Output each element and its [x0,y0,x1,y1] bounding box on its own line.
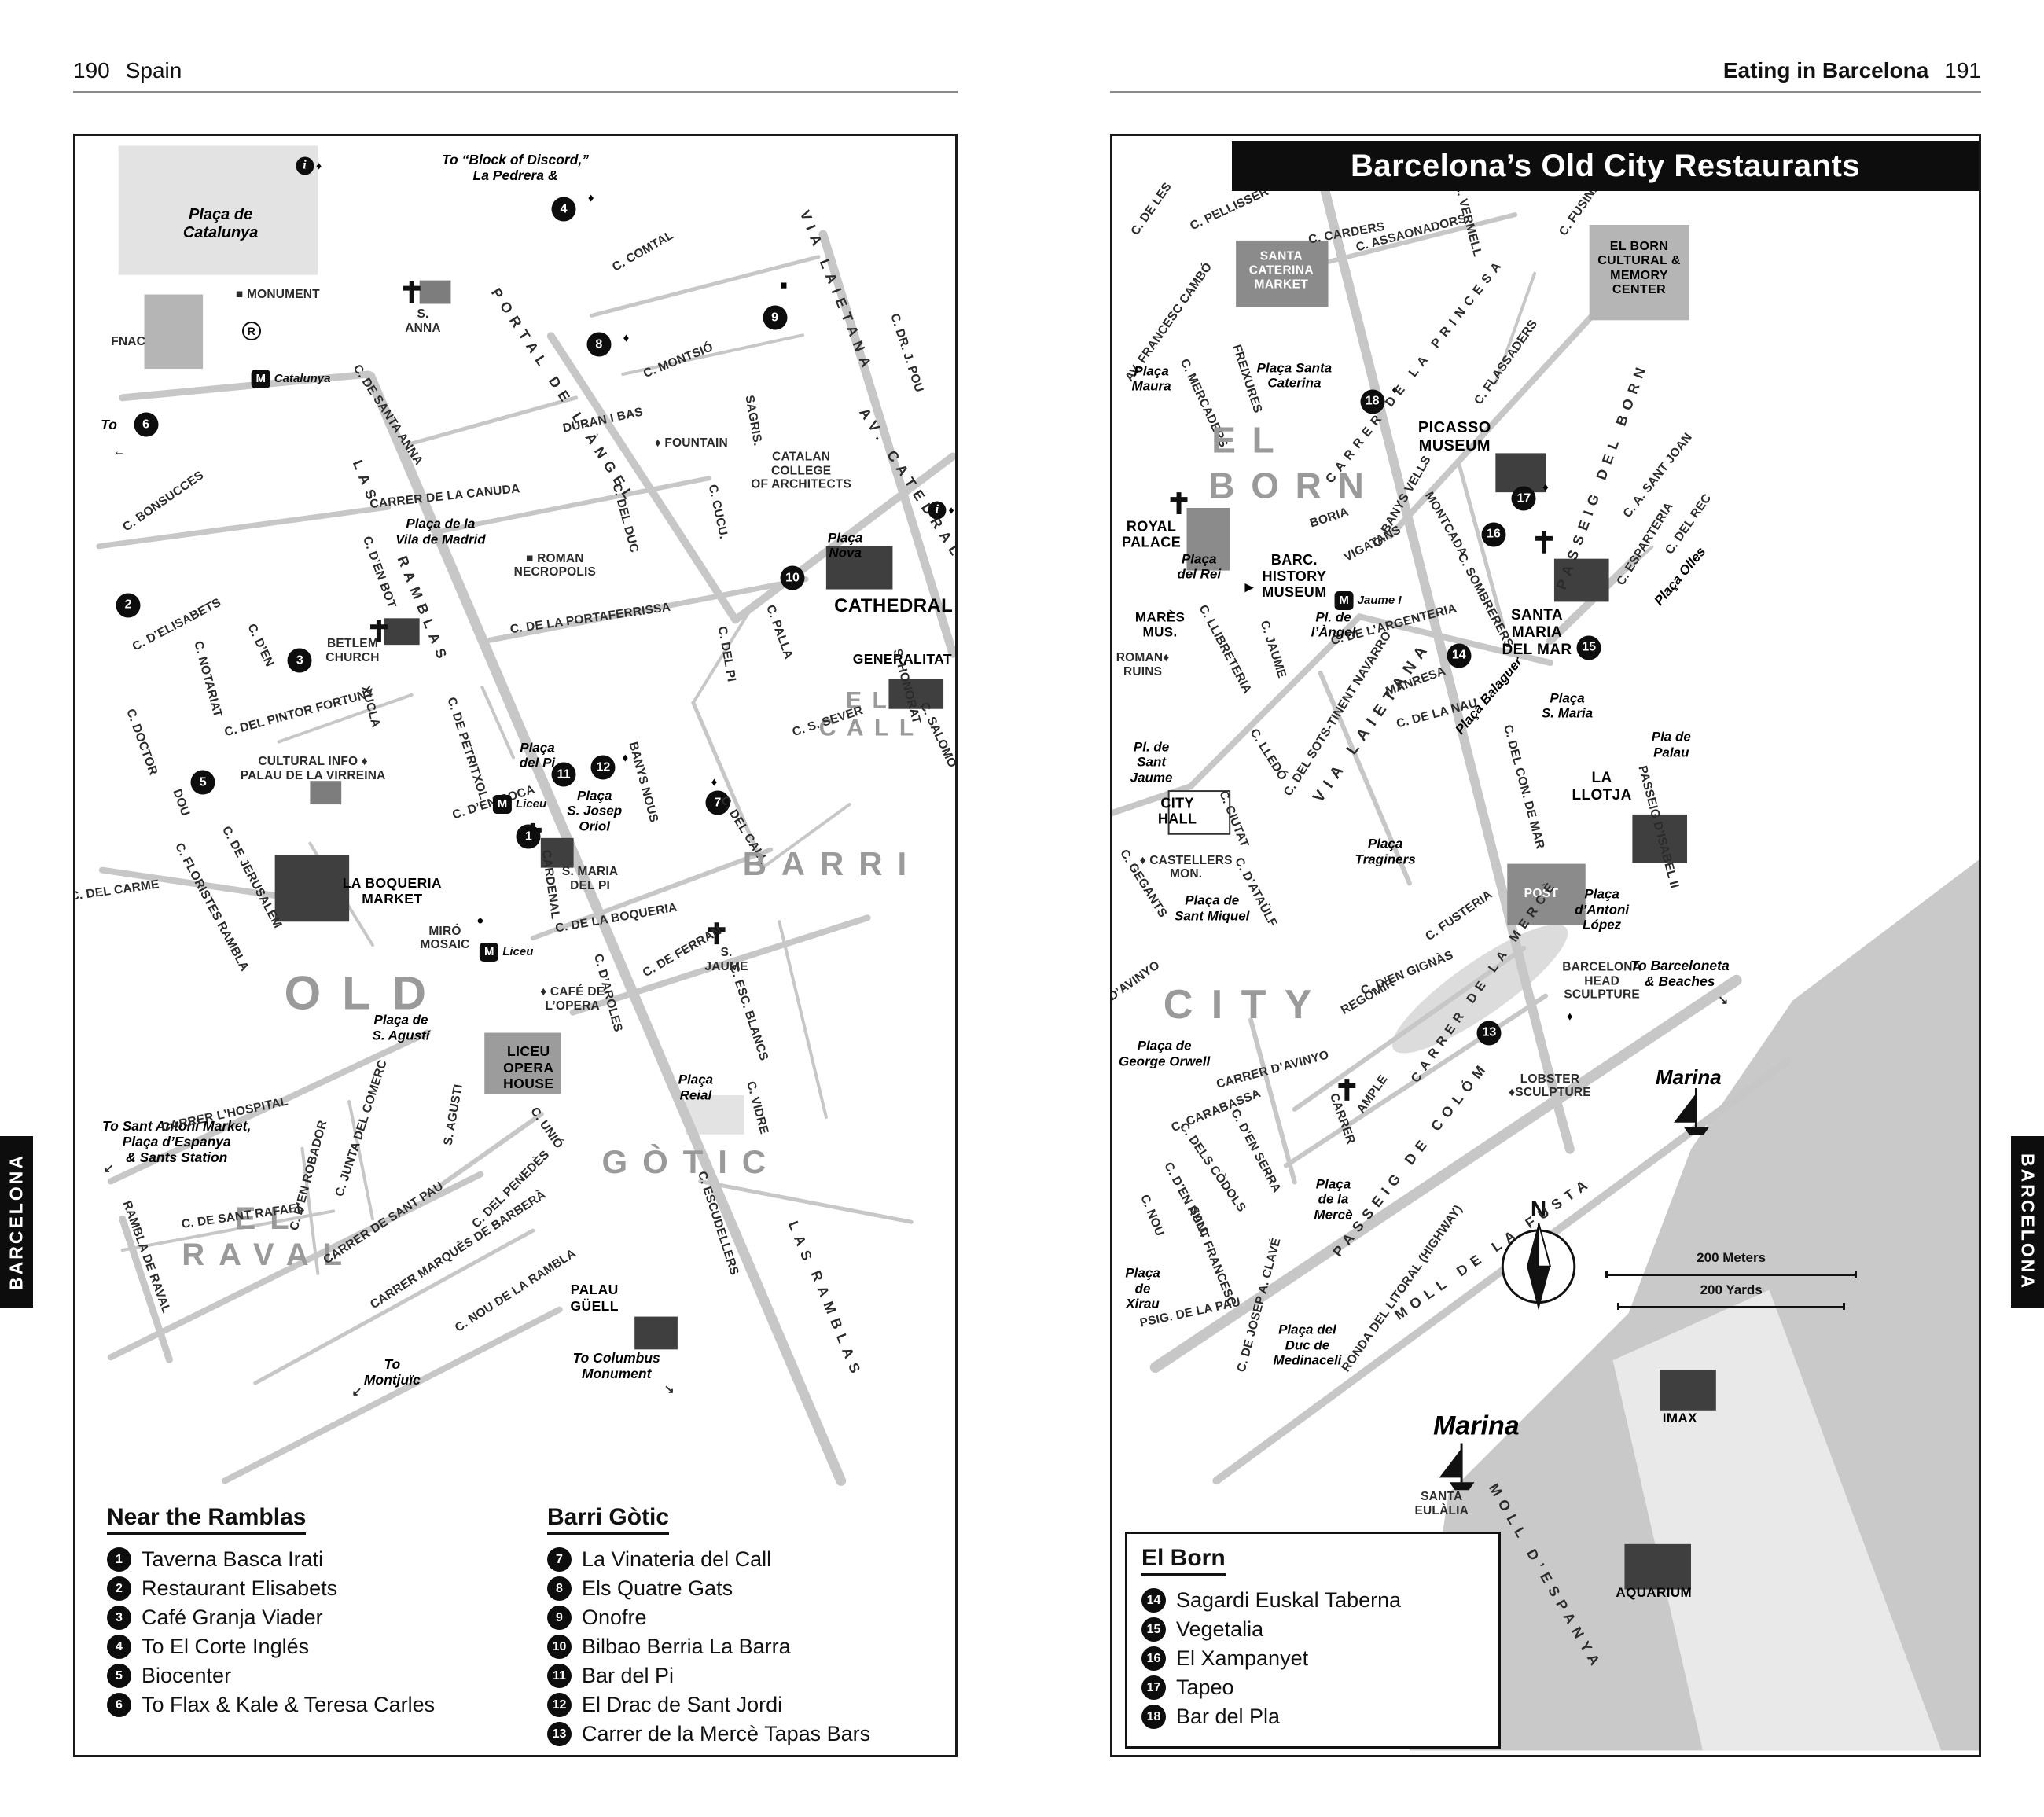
compass-north-label: N [1531,1197,1546,1221]
legend-label: Biocenter [142,1664,232,1687]
page-number-left: 190 [73,58,110,83]
compass-rose: N [1501,1197,1576,1311]
legend-label: Els Quatre Gats [582,1576,733,1600]
right-map-art: N [1112,140,1979,1751]
legend-label: Bar del Pla [1176,1705,1281,1728]
legend-label: Bar del Pi [582,1664,675,1687]
el-born-legend: El Born 14 Sagardi Euskal Taberna 15 Vegeta… [1125,1532,1501,1749]
section-title-right: Eating in Barcelona [1722,58,1929,83]
legend-label: Café Granja Viader [142,1606,323,1629]
scale-bar-yards [1617,1302,1846,1310]
legend-item: 11 Bar del Pi [547,1664,870,1688]
el-born-map: N Barcelona’s Old City Restaurants 200 M… [1110,134,1981,1757]
page-header-right: Eating in Barcelona 191 [1110,55,1981,93]
legend-marker: 11 [547,1664,572,1688]
legend-near-ramblas: Near the Ramblas 1 Taverna Basca Irati 2 Re… [107,1504,435,1722]
legend-marker: 10 [547,1635,572,1659]
legend-marker: 6 [107,1693,131,1717]
legend-barri-gotic: Barri Gòtic 7 La Vinateria del Call 8 Els Q… [547,1504,870,1751]
legend-label: Restaurant Elisabets [142,1576,338,1600]
old-city-map: i♦To “Block of Discord,” La Pedrera &4♦P… [73,134,958,1757]
legend-item: 3 Café Granja Viader [107,1606,435,1630]
legend-marker: 7 [547,1547,572,1572]
legend-marker: 1 [107,1547,131,1572]
legend-list: 1 Taverna Basca Irati 2 Restaurant Elisabet… [107,1547,435,1717]
sailboat-icon [1439,1088,1709,1491]
legend-marker: 4 [107,1635,131,1659]
legend-marker: 15 [1141,1617,1166,1642]
legend-label: To Flax & Kale & Teresa Carles [142,1693,436,1716]
page-header-left: 190 Spain [73,55,958,93]
legend-item: 7 La Vinateria del Call [547,1547,870,1572]
legend-marker: 9 [547,1606,572,1630]
legend-item: 10 Bilbao Berria La Barra [547,1635,870,1659]
legend-marker: 16 [1141,1646,1166,1671]
left-map-legend: Near the Ramblas 1 Taverna Basca Irati 2 Re… [75,1491,955,1755]
right-map-area: N Barcelona’s Old City Restaurants 200 M… [1112,136,1979,1755]
legend-label: Bilbao Berria La Barra [582,1635,791,1658]
legend-marker: 8 [547,1576,572,1601]
scale-bar-meters [1605,1270,1858,1278]
legend-marker: 18 [1141,1705,1166,1729]
legend-item: 6 To Flax & Kale & Teresa Carles [107,1693,435,1717]
map-title-banner: Barcelona’s Old City Restaurants [1232,141,1979,191]
scale-meters-label: 200 Meters [1697,1249,1766,1265]
legend-item: 9 Onofre [547,1606,870,1630]
section-title-left: Spain [125,58,182,83]
legend-title: Near the Ramblas [107,1504,307,1535]
legend-item: 1 Taverna Basca Irati [107,1547,435,1572]
legend-label: Carrer de la Mercè Tapas Bars [582,1722,871,1745]
legend-item: 17 Tapeo [1141,1675,1484,1700]
legend-item: 4 To El Corte Inglés [107,1635,435,1659]
legend-label: El Drac de Sant Jordi [582,1693,783,1716]
legend-item: 14 Sagardi Euskal Taberna [1141,1588,1484,1613]
legend-marker: 12 [547,1693,572,1717]
legend-label: Sagardi Euskal Taberna [1176,1588,1402,1612]
scale-yards-label: 200 Yards [1700,1282,1763,1297]
legend-marker: 13 [547,1722,572,1746]
legend-item: 13 Carrer de la Mercè Tapas Bars [547,1722,870,1746]
legend-title: Barri Gòtic [547,1504,670,1535]
legend-item: 8 Els Quatre Gats [547,1576,870,1601]
page-number-right: 191 [1944,58,1981,83]
legend-label: Onofre [582,1606,647,1629]
left-map-art [75,139,955,1488]
legend-label: Taverna Basca Irati [142,1547,324,1571]
legend-marker: 14 [1141,1588,1166,1613]
legend-item: 2 Restaurant Elisabets [107,1576,435,1601]
right-edge-tab: BARCELONA [2011,1136,2044,1308]
left-edge-tab: BARCELONA [0,1136,33,1308]
legend-marker: 2 [107,1576,131,1601]
legend-list: 14 Sagardi Euskal Taberna 15 Vegetalia 16 El … [1141,1588,1484,1729]
legend-title: El Born [1141,1545,1226,1576]
legend-label: Vegetalia [1176,1617,1264,1641]
legend-label: To El Corte Inglés [142,1635,310,1658]
map-scale: 200 Meters 200 Yards [1597,1250,1865,1310]
legend-label: La Vinateria del Call [582,1547,772,1571]
legend-item: 16 El Xampanyet [1141,1646,1484,1671]
legend-item: 18 Bar del Pla [1141,1705,1484,1729]
legend-label: Tapeo [1176,1675,1234,1699]
legend-marker: 5 [107,1664,131,1688]
legend-item: 15 Vegetalia [1141,1617,1484,1642]
legend-item: 5 Biocenter [107,1664,435,1688]
left-map-area: i♦To “Block of Discord,” La Pedrera &4♦P… [75,136,955,1491]
legend-marker: 3 [107,1606,131,1630]
legend-item: 12 El Drac de Sant Jordi [547,1693,870,1717]
legend-label: El Xampanyet [1176,1646,1309,1670]
legend-marker: 17 [1141,1675,1166,1700]
